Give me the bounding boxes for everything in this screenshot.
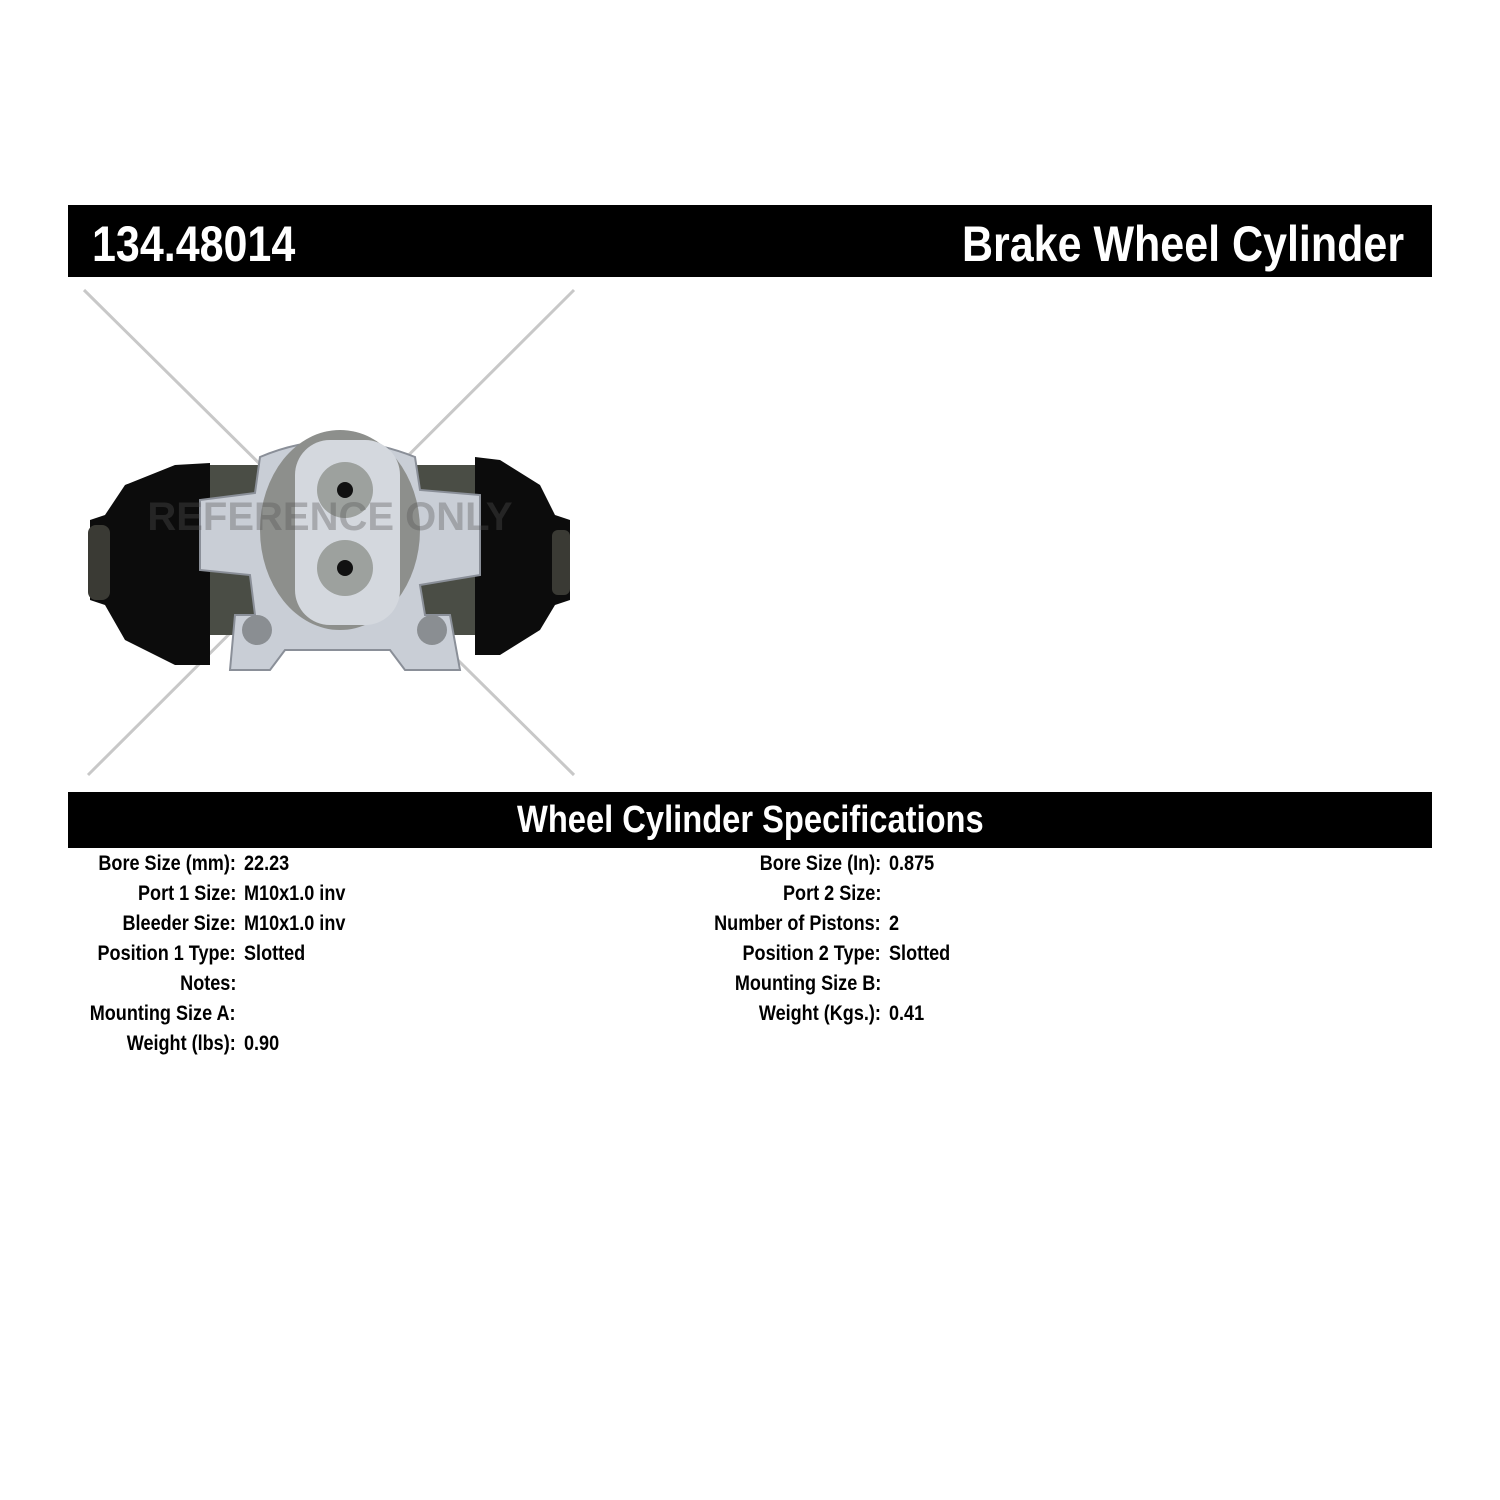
spec-label: Bleeder Size: [122, 912, 236, 935]
spec-value: 0.41 [889, 1002, 925, 1025]
product-image: REFERENCE ONLY [82, 288, 576, 777]
product-title: Brake Wheel Cylinder [961, 216, 1404, 272]
spec-label: Port 1 Size: [137, 882, 236, 905]
spec-label: Position 2 Type: [742, 942, 881, 965]
spec-label: Mounting Size A: [90, 1002, 236, 1025]
spec-value: 2 [889, 912, 900, 935]
specs-title: Wheel Cylinder Specifications [516, 799, 984, 841]
spec-value: M10x1.0 inv [244, 912, 346, 935]
spec-label: Position 1 Type: [97, 942, 236, 965]
spec-label: Bore Size (mm): [98, 852, 236, 875]
spec-value: 0.90 [244, 1032, 280, 1055]
spec-label: Port 2 Size: [782, 882, 881, 905]
header-bar: 134.48014 Brake Wheel Cylinder [68, 205, 1432, 277]
spec-label: Weight (Kgs.): [758, 1002, 881, 1025]
spec-label: Number of Pistons: [714, 912, 881, 935]
spec-label: Weight (lbs): [126, 1032, 236, 1055]
spec-value: M10x1.0 inv [244, 882, 346, 905]
watermark: REFERENCE ONLY [147, 495, 513, 539]
spec-value: 22.23 [244, 852, 290, 875]
specs-bar: Wheel Cylinder Specifications [68, 792, 1432, 848]
spec-label: Bore Size (In): [759, 852, 881, 875]
spec-value: Slotted [244, 942, 306, 965]
spec-label: Notes: [179, 972, 236, 995]
spec-value: 0.875 [889, 852, 935, 875]
spec-value: Slotted [889, 942, 951, 965]
spec-label: Mounting Size B: [734, 972, 881, 995]
wheel-cylinder-picture: REFERENCE ONLY [88, 430, 570, 671]
part-number: 134.48014 [92, 216, 296, 272]
